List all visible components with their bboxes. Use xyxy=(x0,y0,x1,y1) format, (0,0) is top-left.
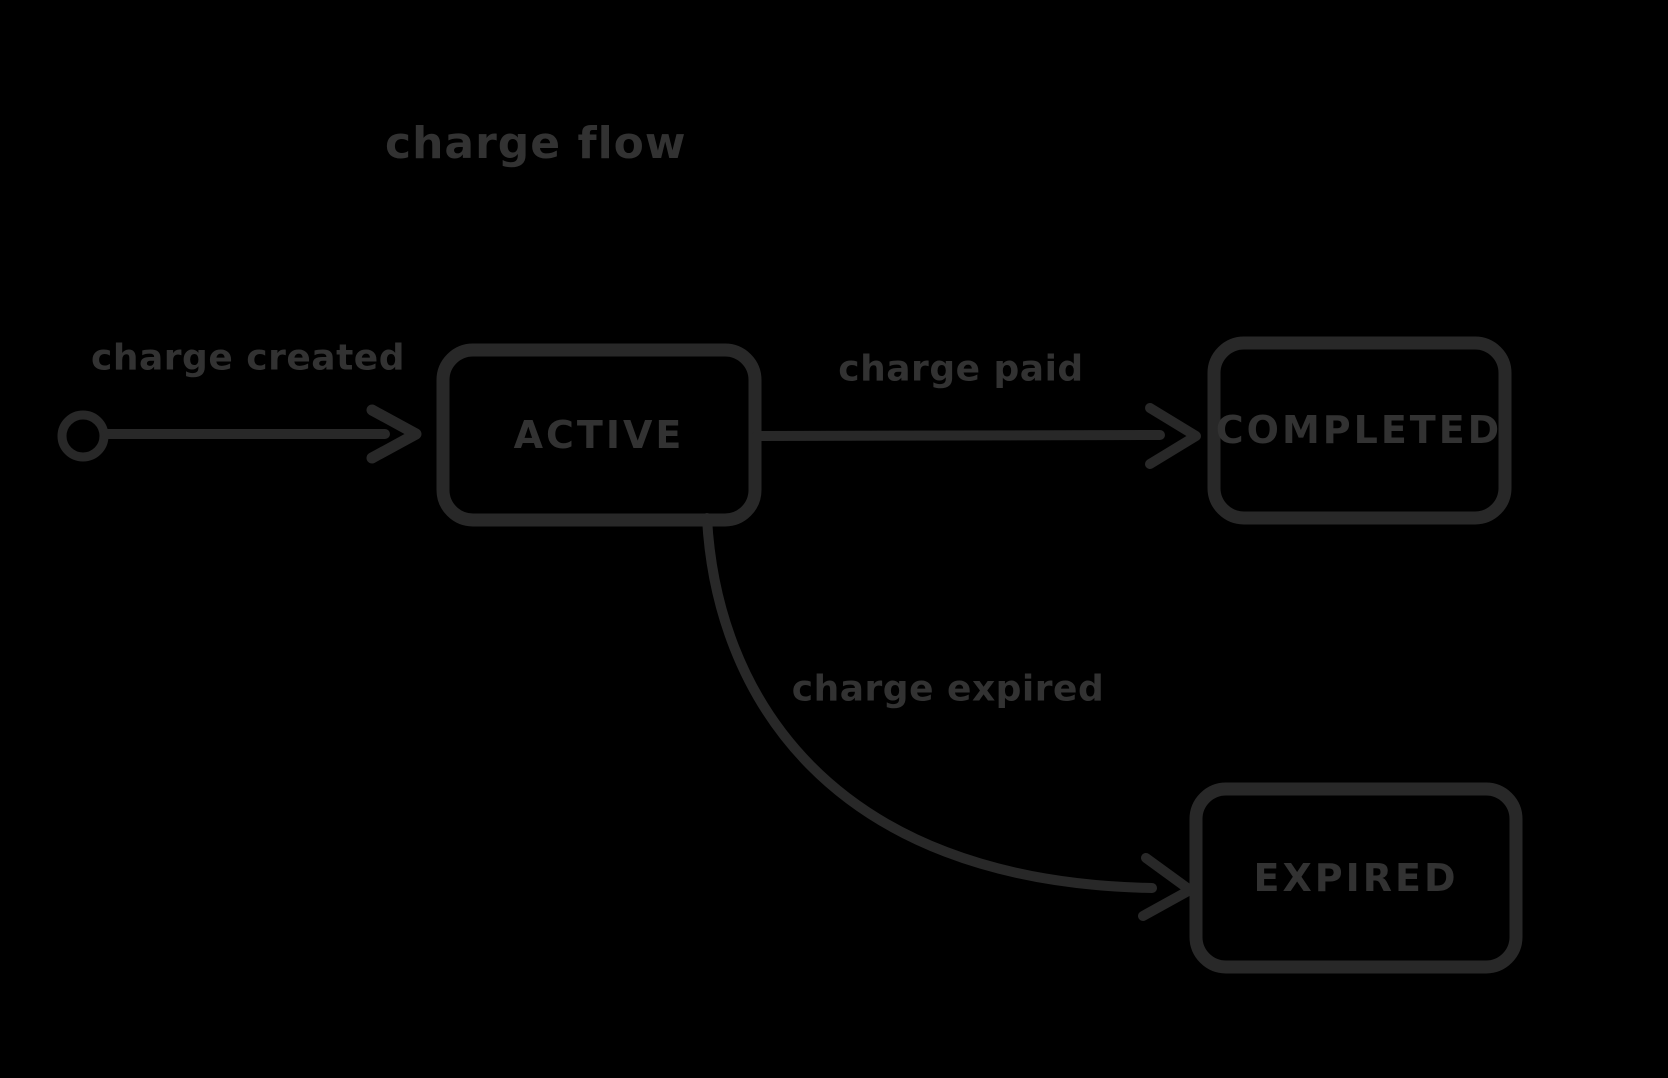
initial-state-node xyxy=(57,410,109,462)
transition-charge-created-label: charge created xyxy=(91,337,405,379)
state-expired-box xyxy=(1189,782,1523,974)
diagram-title: charge flow xyxy=(385,118,687,169)
state-expired-label: EXPIRED xyxy=(1253,856,1459,900)
transition-charge-created-arrow xyxy=(102,404,422,464)
state-active-label: ACTIVE xyxy=(513,413,685,457)
transition-charge-expired-arrow xyxy=(702,513,1195,921)
transition-charge-expired-label: charge expired xyxy=(791,668,1105,710)
state-completed-box xyxy=(1207,336,1512,525)
transition-charge-paid-label: charge paid xyxy=(838,348,1084,390)
transition-charge-paid-arrow xyxy=(752,403,1201,469)
state-completed-label: COMPLETED xyxy=(1215,408,1503,452)
